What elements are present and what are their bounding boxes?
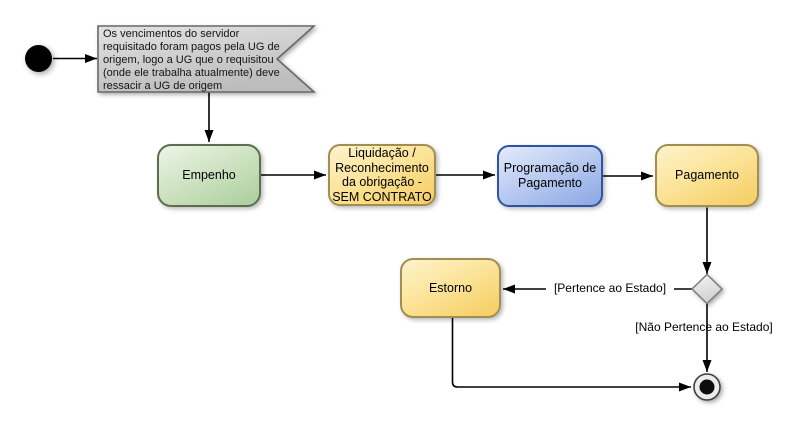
edge-estorno-to-end <box>451 318 691 392</box>
final-node-core <box>699 379 715 395</box>
decision-diamond[interactable] <box>690 273 724 305</box>
guard-label-nao-pertence-ao-estado: [Não Pertence ao Estado] <box>635 320 773 334</box>
guard-label-pertence-ao-estado: [Pertence ao Estado] <box>546 281 674 296</box>
activity-pagamento[interactable]: Pagamento <box>655 144 759 207</box>
note-shape[interactable] <box>97 25 317 93</box>
activity-estorno[interactable]: Estorno <box>400 258 501 318</box>
final-node[interactable] <box>693 373 721 401</box>
note-text: Os vencimentos do servidor requisitado f… <box>103 28 280 92</box>
activity-liquidacao[interactable]: Liquidação / Reconhecimento da obrigação… <box>328 144 436 206</box>
activity-empenho[interactable]: Empenho <box>157 144 261 207</box>
initial-node[interactable] <box>25 45 52 72</box>
activity-programacao-pagamento[interactable]: Programação de Pagamento <box>497 145 603 207</box>
